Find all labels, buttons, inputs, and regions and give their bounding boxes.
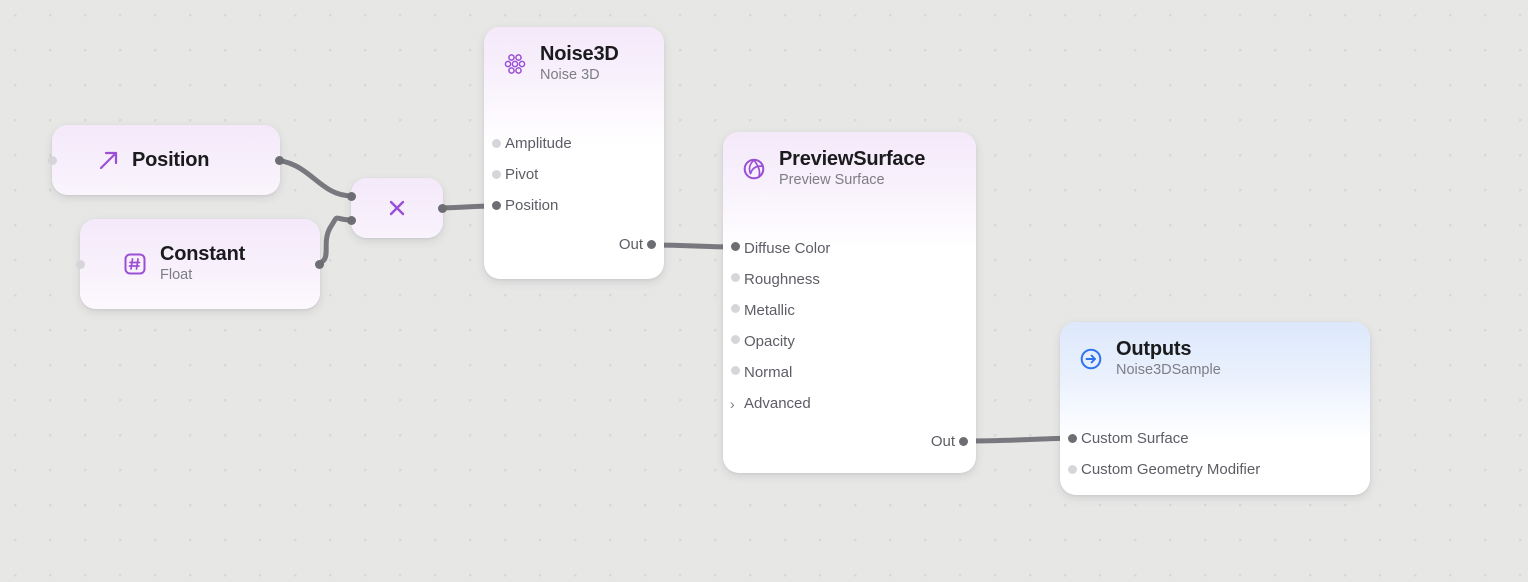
- port-multiply-in-0[interactable]: [347, 192, 356, 201]
- port-preview-opacity[interactable]: [731, 335, 740, 344]
- port-preview-diffuse-color[interactable]: [731, 242, 740, 251]
- node-row-pivot[interactable]: Pivot: [505, 166, 539, 183]
- node-row-preview-out[interactable]: Out: [930, 433, 955, 450]
- node-row-amplitude[interactable]: Amplitude: [505, 135, 572, 152]
- node-position-surface: Position: [52, 125, 280, 195]
- port-outputs-custom-geometry-modifier[interactable]: [1068, 465, 1077, 474]
- node-multiply[interactable]: [347, 178, 447, 238]
- port-multiply-out[interactable]: [438, 204, 447, 213]
- port-position-out[interactable]: [275, 156, 284, 165]
- node-constant-titles: Constant Float: [160, 243, 245, 284]
- node-row-normal[interactable]: Normal: [744, 364, 793, 381]
- node-preview-surface-title: PreviewSurface: [779, 148, 926, 170]
- port-multiply-in-1[interactable]: [347, 216, 356, 225]
- node-preview-surface-subtitle: Preview Surface: [779, 172, 885, 188]
- port-constant-in[interactable]: [76, 260, 85, 269]
- node-outputs-title: Outputs: [1116, 338, 1192, 360]
- node-constant-title: Constant: [160, 243, 246, 266]
- chevron-right-icon: ›: [730, 395, 735, 412]
- node-row-out[interactable]: Out: [618, 236, 643, 253]
- wire-position-to-multiply: [268, 157, 355, 199]
- node-preview-surface[interactable]: PreviewSurface Preview Surface Diffuse C…: [723, 132, 976, 473]
- node-preview-surface-surface: PreviewSurface Preview Surface Diffuse C…: [723, 132, 976, 473]
- node-noise3d[interactable]: Noise3D Noise 3D Amplitude Pivot Positio…: [484, 27, 664, 279]
- arrow-up-right-icon: [96, 147, 122, 173]
- port-preview-metallic[interactable]: [731, 304, 740, 313]
- hash-square-icon: [122, 251, 148, 277]
- node-preview-surface-outputs: Out: [723, 426, 976, 457]
- node-row-metallic[interactable]: Metallic: [744, 302, 795, 319]
- node-preview-surface-header: PreviewSurface Preview Surface: [723, 132, 976, 189]
- node-outputs-subtitle: Noise3DSample: [1116, 362, 1221, 378]
- node-multiply-surface: [351, 178, 443, 238]
- port-noise3d-amplitude[interactable]: [492, 139, 501, 148]
- node-constant-surface: Constant Float: [80, 219, 320, 309]
- node-noise3d-inputs: Amplitude Pivot Position: [484, 128, 664, 221]
- node-row-custom-surface[interactable]: Custom Surface: [1081, 430, 1189, 447]
- arrow-right-circle-icon: [1078, 346, 1104, 372]
- node-outputs-titles: Outputs Noise3DSample: [1116, 338, 1221, 379]
- node-outputs[interactable]: Outputs Noise3DSample Custom Surface Cus…: [1060, 322, 1370, 495]
- port-outputs-custom-surface[interactable]: [1068, 434, 1077, 443]
- node-preview-surface-titles: PreviewSurface Preview Surface: [779, 148, 925, 189]
- multiply-icon: [386, 197, 408, 219]
- port-preview-roughness[interactable]: [731, 273, 740, 282]
- port-constant-out[interactable]: [315, 260, 324, 269]
- aperture-icon: [741, 156, 767, 182]
- node-constant[interactable]: Constant Float: [76, 219, 324, 309]
- node-noise3d-header: Noise3D Noise 3D: [484, 27, 664, 84]
- node-noise3d-titles: Noise3D Noise 3D: [540, 43, 619, 84]
- port-preview-out[interactable]: [959, 437, 968, 446]
- node-row-roughness[interactable]: Roughness: [744, 271, 820, 288]
- port-noise3d-pivot[interactable]: [492, 170, 501, 179]
- node-row-opacity[interactable]: Opacity: [744, 333, 795, 350]
- port-preview-normal[interactable]: [731, 366, 740, 375]
- port-noise3d-position[interactable]: [492, 201, 501, 210]
- node-row-position[interactable]: Position: [505, 197, 559, 214]
- wire-previewsurface-to-outputs: [963, 435, 1075, 444]
- node-constant-header: Constant Float: [80, 219, 320, 309]
- node-outputs-header: Outputs Noise3DSample: [1060, 322, 1370, 379]
- node-constant-subtitle: Float: [160, 267, 193, 284]
- node-position[interactable]: Position: [48, 125, 284, 195]
- node-preview-surface-inputs: Diffuse Color Roughness Metallic Opacity…: [723, 233, 976, 419]
- node-noise3d-subtitle: Noise 3D: [540, 67, 600, 83]
- port-noise3d-out[interactable]: [647, 240, 656, 249]
- node-row-advanced-label: Advanced: [744, 395, 811, 412]
- port-position-in[interactable]: [48, 156, 57, 165]
- node-row-diffuse-color[interactable]: Diffuse Color: [744, 240, 831, 257]
- node-position-header: Position: [52, 125, 280, 195]
- noise-cluster-icon: [502, 51, 528, 77]
- node-noise3d-surface: Noise3D Noise 3D Amplitude Pivot Positio…: [484, 27, 664, 279]
- node-position-title: Position: [132, 148, 210, 171]
- node-outputs-surface: Outputs Noise3DSample Custom Surface Cus…: [1060, 322, 1370, 495]
- node-row-advanced[interactable]: › Advanced: [723, 388, 976, 419]
- node-outputs-inputs: Custom Surface Custom Geometry Modifier: [1060, 423, 1370, 485]
- node-noise3d-outputs: Out: [484, 229, 664, 260]
- node-row-custom-geometry-modifier[interactable]: Custom Geometry Modifier: [1081, 461, 1261, 478]
- node-noise3d-title: Noise3D: [540, 43, 619, 65]
